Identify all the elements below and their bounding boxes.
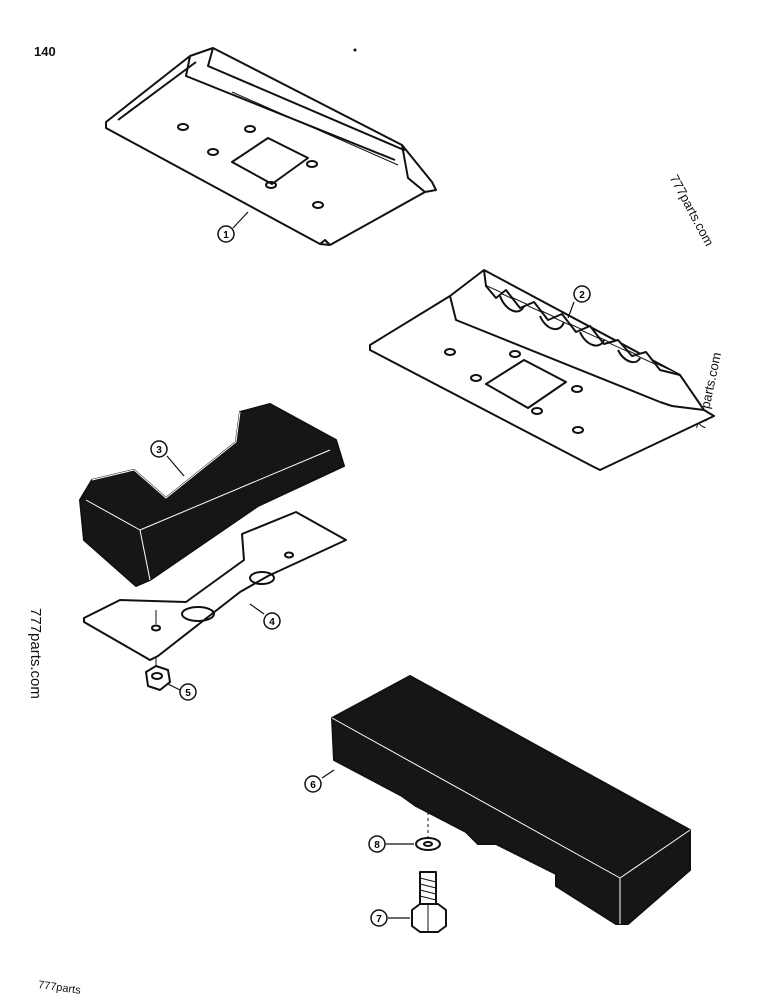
backing-plate-4 [83, 511, 347, 661]
callout-label: 6 [310, 780, 316, 791]
track-shoe-2 [369, 269, 715, 471]
callout-6: 6 [304, 775, 322, 793]
callout-label: 3 [156, 445, 162, 456]
callout-label: 7 [376, 914, 382, 925]
callout-8: 8 [368, 835, 386, 853]
callout-2: 2 [573, 285, 591, 303]
nut-5 [145, 658, 171, 691]
callout-1: 1 [217, 225, 235, 243]
track-shoe-1 [105, 47, 437, 246]
callout-label: 2 [579, 290, 585, 301]
washer-8 [415, 800, 441, 851]
callout-3: 3 [150, 440, 168, 458]
callout-label: 5 [185, 688, 191, 699]
rubber-pad-block-6 [331, 675, 691, 925]
page-number: 140 [34, 44, 56, 59]
callout-5: 5 [179, 683, 197, 701]
callout-label: 4 [269, 617, 275, 628]
callout-7: 7 [370, 909, 388, 927]
callout-label: 8 [374, 840, 380, 851]
callout-4: 4 [263, 612, 281, 630]
bolt-7 [411, 871, 447, 933]
rubber-pad-3 [79, 403, 345, 587]
callout-label: 1 [223, 230, 229, 241]
